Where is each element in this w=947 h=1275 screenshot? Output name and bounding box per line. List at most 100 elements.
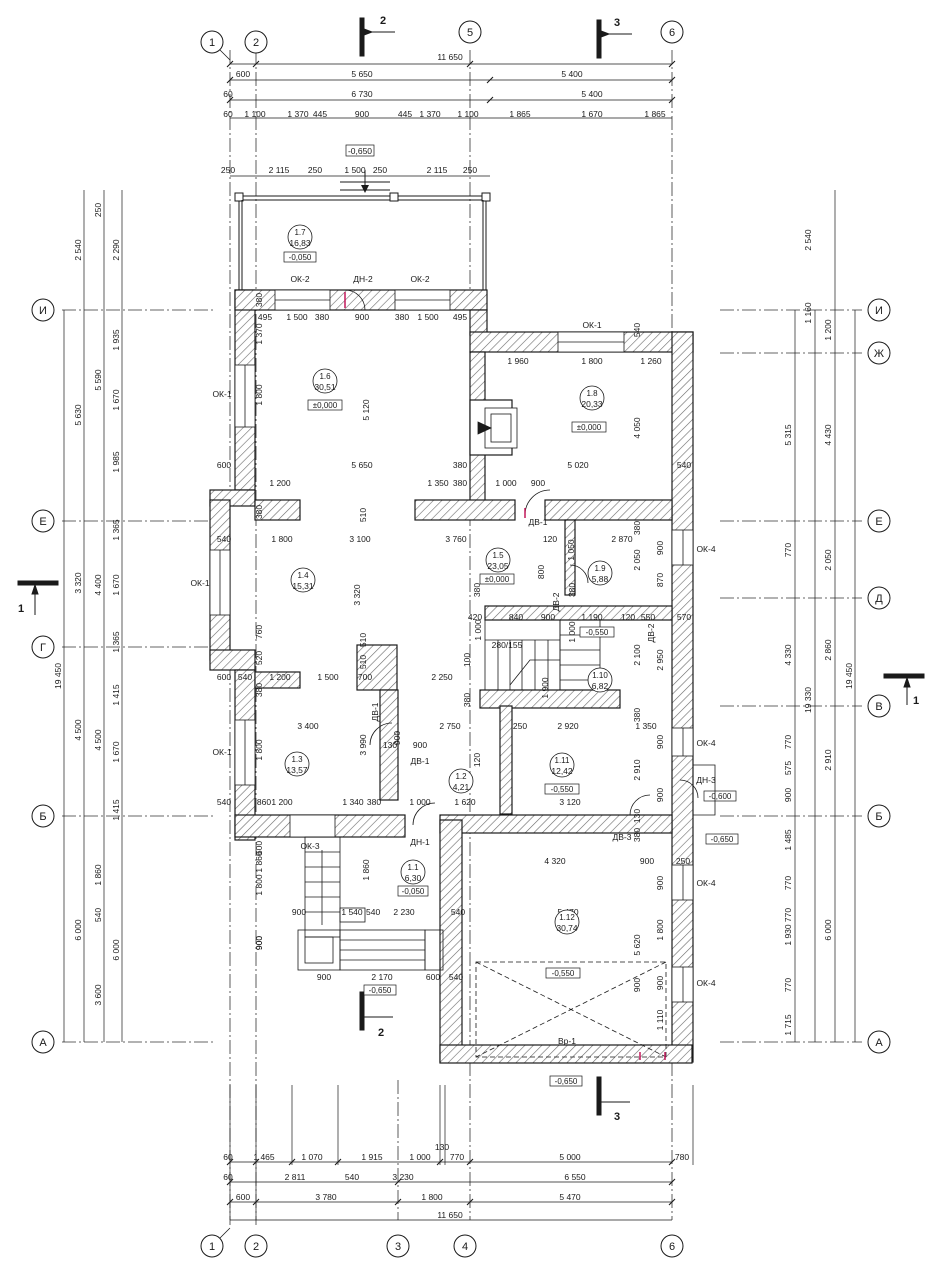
dim-left-b-6: 3 600 [93, 984, 103, 1006]
idim-t7-0: 600 [217, 672, 231, 682]
dim-right-a-2: 5 315 [783, 424, 793, 446]
idim-t13-3: 540 [449, 972, 463, 982]
idim-misc-16: 900 [655, 788, 665, 802]
idim-v1-14: 2 100 [632, 644, 642, 666]
room-1-12-number: 1.12 [559, 913, 575, 922]
dim-left-c-1: 1 670 [111, 389, 121, 411]
dim-top-r3-2: 1 370 [287, 109, 309, 119]
idim-t8-4: 1 350 [635, 721, 657, 731]
dim-right-c-8: 770 [783, 978, 793, 992]
section-label-1-right: 1 [913, 695, 919, 707]
label-dn2: ДН-2 [353, 274, 373, 284]
dim-top-r3-5: 445 [398, 109, 412, 119]
idim-t6-1: 840 [509, 612, 523, 622]
dim-bot-r3-2: 1 800 [421, 1192, 443, 1202]
idim-t13-1: 2 170 [371, 972, 393, 982]
dim-left-overall: 19 450 [53, 663, 63, 689]
idim-v1-0: 1 370 [254, 323, 264, 345]
level-dn3-out: -0,600 [709, 792, 732, 801]
idim-misc-1: 540 [632, 323, 642, 337]
dim-right-c-1: 4 330 [783, 644, 793, 666]
level-garage-out: -0,650 [555, 1077, 578, 1086]
level-stair-landing: -0,550 [586, 628, 609, 637]
dim-top-r4-3: 1 500 [344, 165, 366, 175]
label-ok3: ОК-3 [300, 841, 319, 851]
idim-misc-9: 770 [783, 908, 793, 922]
idim-t4-3: 1 000 [495, 478, 517, 488]
level-boxes [363, 626, 739, 1087]
dim-top-r3-0: 60 [223, 109, 233, 119]
dim-right-c-0: 770 [783, 543, 793, 557]
idim-t6-6: 570 [677, 612, 691, 622]
room-1-8-area: 20,33 [581, 399, 603, 409]
dim-bot-r3-0: 600 [236, 1192, 250, 1202]
idim-t2-2: 1 260 [640, 356, 662, 366]
idim-misc-7: 380 [567, 583, 577, 597]
room-1-8-number: 1.8 [586, 389, 598, 398]
axis-left-i: И [39, 305, 47, 317]
idim-t13-0: 900 [317, 972, 331, 982]
idim-t2-0: 1 960 [507, 356, 529, 366]
label-ok1-top: ОК-1 [582, 320, 601, 330]
room-level-boxes [283, 251, 607, 897]
dim-left-c-5: 1 365 [111, 631, 121, 653]
axis-right-d: Д [875, 593, 883, 605]
dim-right-b-3: 2 860 [823, 639, 833, 661]
room-1-12-area: 30,74 [556, 923, 578, 933]
dim-left-b-5: 6 000 [111, 939, 121, 961]
section-cut-marker [17, 17, 925, 1116]
axis-bottom-3: 3 [395, 1241, 401, 1253]
room-1-5-area: 23,05 [487, 561, 509, 571]
idim-t6-4: 120 [621, 612, 635, 622]
room-1-3-number: 1.3 [291, 755, 303, 764]
dim-right-b-4: 2 910 [823, 749, 833, 771]
idim-t8-3: 2 920 [557, 721, 579, 731]
idim-misc-21: 380 [462, 693, 472, 707]
idim-t7-2: 1 200 [269, 672, 291, 682]
dim-top-r3-8: 1 865 [509, 109, 531, 119]
room-1-6-number: 1.6 [319, 372, 331, 381]
dim-left-c-2: 1 985 [111, 451, 121, 473]
idim-v1-7: 3 990 [358, 734, 368, 756]
idim-v1-8: 1 860 [254, 851, 264, 873]
axis-right-v: В [875, 701, 882, 713]
idim-v1-6: 510 [358, 633, 368, 647]
room-1-1-level: -0,050 [402, 887, 425, 896]
terrace-level: -0,650 [348, 146, 372, 156]
idim-t5-0: 540 [217, 534, 231, 544]
idim-v1-5: 510 [358, 508, 368, 522]
idim-t10-4: 380 [367, 797, 381, 807]
idim-t8-2: 250 [513, 721, 527, 731]
axis-left-a: А [39, 1037, 47, 1049]
dim-top-r4-0: 250 [221, 165, 235, 175]
idim-misc-18: 380 [632, 708, 642, 722]
idim-misc-24: 520 [254, 651, 264, 665]
level-garage: -0,550 [552, 969, 575, 978]
dim-right-c-2: 770 [783, 735, 793, 749]
idim-misc-10: 900 [655, 735, 665, 749]
idim-t7-4: 700 [358, 672, 372, 682]
idim-misc-3: 1 000 [473, 619, 483, 641]
dim-left-c-9: 1 860 [93, 864, 103, 886]
label-dv1-mid: ДВ-1 [370, 702, 380, 721]
dim-bot-r1-6: 5 000 [559, 1152, 581, 1162]
idim-misc-17: 900 [392, 731, 402, 745]
idim-misc-0: 100 [462, 653, 472, 667]
axis-left-e: Е [39, 516, 46, 528]
idim-misc-25: 380 [254, 505, 264, 519]
label-dv1-top: ДВ-1 [529, 517, 548, 527]
garage-door-frame [475, 961, 667, 1058]
dim-bot-overall: 11 650 [437, 1210, 463, 1220]
axis-left-b: Б [39, 811, 46, 823]
idim-t10-3: 1 340 [342, 797, 364, 807]
dim-right-c-6: 770 [783, 876, 793, 890]
idim-misc-27: 380 [632, 521, 642, 535]
room-1-4-number: 1.4 [297, 571, 309, 580]
dim-bot-r2-4: 6 550 [564, 1172, 586, 1182]
axis-grid [62, 50, 862, 1220]
axis-top-6: 6 [669, 27, 675, 39]
dim-top-r3-3: 445 [313, 109, 327, 119]
room-1-11-level: -0,550 [551, 785, 574, 794]
dim-left-a-4: 6 000 [73, 919, 83, 941]
